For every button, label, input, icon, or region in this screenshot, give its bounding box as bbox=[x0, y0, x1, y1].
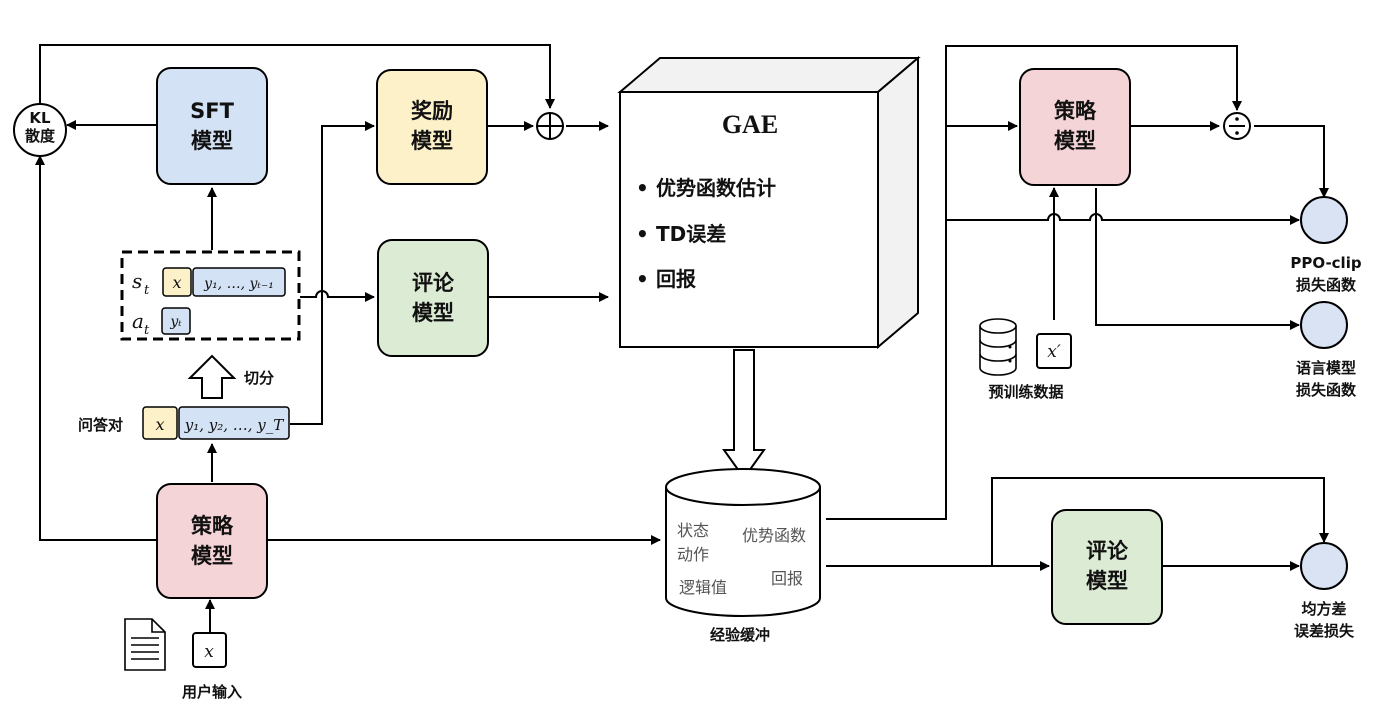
gae-bullet-1: • bbox=[636, 176, 649, 200]
user-input-token: x bbox=[192, 632, 227, 668]
pretrain-x-prime: x′ bbox=[1047, 342, 1061, 362]
user-input-x: x bbox=[204, 642, 214, 662]
mse-loss-label-1: 均方差 bbox=[1301, 600, 1346, 618]
gae-item-2: TD误差 bbox=[656, 222, 726, 246]
action-subscript: t bbox=[144, 323, 150, 338]
gae-title: GAE bbox=[722, 110, 778, 139]
policy-model-right-label-1: 策略 bbox=[1054, 99, 1097, 123]
lm-loss-label-1: 语言模型 bbox=[1296, 359, 1356, 377]
qa-y-cell bbox=[178, 406, 290, 440]
kl-label-line2: 散度 bbox=[25, 127, 56, 145]
reward-model-box: 奖励 模型 bbox=[376, 69, 488, 185]
critic-model-left-label-2: 模型 bbox=[412, 301, 454, 325]
critic-model-left-box: 评论 模型 bbox=[377, 239, 489, 357]
policy-model-left-rect bbox=[156, 483, 268, 599]
state-symbol: s bbox=[132, 269, 142, 293]
policy-to-kl-arrow bbox=[35, 155, 156, 541]
state-x-cell bbox=[162, 267, 192, 297]
buffer-advantage: 优势函数 bbox=[742, 526, 806, 545]
qa-x-cell bbox=[142, 406, 178, 440]
sft-model-label-1: SFT bbox=[190, 99, 234, 123]
return-to-mse-arrow bbox=[991, 477, 1329, 566]
ppo-loss-label-2: 损失函数 bbox=[1296, 276, 1357, 294]
kl-to-plus-arrow bbox=[39, 44, 555, 109]
critic-model-right-rect bbox=[1051, 509, 1163, 625]
critic-model-left-label-1: 评论 bbox=[412, 271, 455, 295]
experience-buffer: 状态 动作 优势函数 逻辑值 回报 bbox=[665, 468, 821, 617]
critic-model-left-rect bbox=[377, 239, 489, 357]
policy-model-left-label-2: 模型 bbox=[191, 544, 233, 568]
sum-operator bbox=[536, 112, 564, 140]
gae-bullet-3: • bbox=[636, 267, 649, 291]
buffer-to-right-top bbox=[826, 45, 1242, 520]
gae-box: GAE • 优势函数估计 • TD误差 • 回报 bbox=[617, 55, 921, 350]
document-icon bbox=[124, 618, 166, 671]
ppo-clip-loss-node: PPO-clip 损失函数 bbox=[1290, 196, 1362, 294]
mse-loss-label-2: 误差损失 bbox=[1294, 622, 1355, 640]
buffer-logits: 逻辑值 bbox=[679, 578, 727, 597]
lm-loss-label-2: 损失函数 bbox=[1296, 381, 1357, 399]
advantage-to-ppo-arrow bbox=[946, 213, 1300, 225]
reward-model-rect bbox=[376, 69, 488, 185]
split-label: 切分 bbox=[244, 369, 274, 387]
gae-to-buffer-arrow bbox=[722, 349, 766, 480]
pretrain-data-label: 预训练数据 bbox=[988, 383, 1063, 401]
action-y-text: yₜ bbox=[169, 314, 182, 330]
reward-model-label-2: 模型 bbox=[411, 129, 453, 153]
critic-model-right-label-2: 模型 bbox=[1086, 569, 1128, 593]
state-y-text: y₁, …, yₜ₋₁ bbox=[203, 276, 274, 292]
critic-model-right-box: 评论 模型 bbox=[1051, 509, 1163, 625]
action-symbol: a bbox=[132, 309, 144, 333]
connectors bbox=[35, 44, 1329, 632]
policy-model-right-label-2: 模型 bbox=[1054, 129, 1096, 153]
kl-divergence-node: KL 散度 bbox=[13, 103, 67, 157]
gae-front-face bbox=[619, 91, 879, 348]
action-y-cell bbox=[161, 307, 191, 335]
qa-pair-row: 问答对 x y₁, y₂, …, y_T bbox=[78, 406, 290, 440]
divide-operator bbox=[1223, 112, 1251, 140]
sft-model-label-2: 模型 bbox=[191, 129, 233, 153]
policy-model-left-label-1: 策略 bbox=[191, 514, 234, 538]
gae-item-3: 回报 bbox=[656, 267, 696, 291]
divide-to-ppo-arrow bbox=[1254, 125, 1329, 198]
sft-model-box: SFT 模型 bbox=[156, 67, 268, 185]
policy-model-left-box: 策略 模型 bbox=[156, 483, 268, 599]
policy-model-right-rect bbox=[1019, 68, 1131, 186]
sft-model-rect bbox=[156, 67, 268, 185]
buffer-action: 动作 bbox=[677, 545, 709, 564]
state-subscript: t bbox=[144, 283, 150, 298]
critic-model-right-label-1: 评论 bbox=[1086, 539, 1129, 563]
ppo-loss-label-1: PPO-clip bbox=[1290, 254, 1361, 272]
qa-x-text: x bbox=[155, 415, 164, 434]
user-input-label: 用户输入 bbox=[182, 683, 242, 701]
split-arrow: 切分 bbox=[187, 354, 274, 399]
buffer-state: 状态 bbox=[677, 521, 709, 540]
policy-model-right-box: 策略 模型 bbox=[1019, 68, 1131, 186]
mse-loss-node: 均方差 误差损失 bbox=[1294, 542, 1355, 640]
state-x-text: x bbox=[172, 273, 181, 292]
reward-model-label-1: 奖励 bbox=[411, 99, 453, 123]
qa-y-text: y₁, y₂, …, y_T bbox=[184, 416, 285, 434]
state-to-critic-arrow bbox=[300, 290, 375, 302]
policy-to-lm-arrow bbox=[1095, 188, 1300, 330]
lm-loss-node: 语言模型 损失函数 bbox=[1296, 301, 1357, 399]
qa-pair-label: 问答对 bbox=[78, 416, 123, 434]
buffer-return: 回报 bbox=[771, 569, 803, 588]
database-icon bbox=[979, 318, 1017, 376]
kl-label-line1: KL bbox=[29, 109, 51, 127]
gae-bullet-2: • bbox=[636, 222, 649, 246]
buffer-label: 经验缓冲 bbox=[710, 626, 770, 644]
pretrain-token: x′ bbox=[1036, 333, 1072, 369]
state-y-cell bbox=[192, 267, 286, 297]
state-action-box: s t x y₁, …, yₜ₋₁ a t yₜ bbox=[120, 250, 301, 341]
gae-item-1: 优势函数估计 bbox=[656, 176, 776, 200]
state-action-dashed-rect bbox=[120, 250, 301, 341]
qa-to-reward-arrow bbox=[290, 121, 375, 425]
